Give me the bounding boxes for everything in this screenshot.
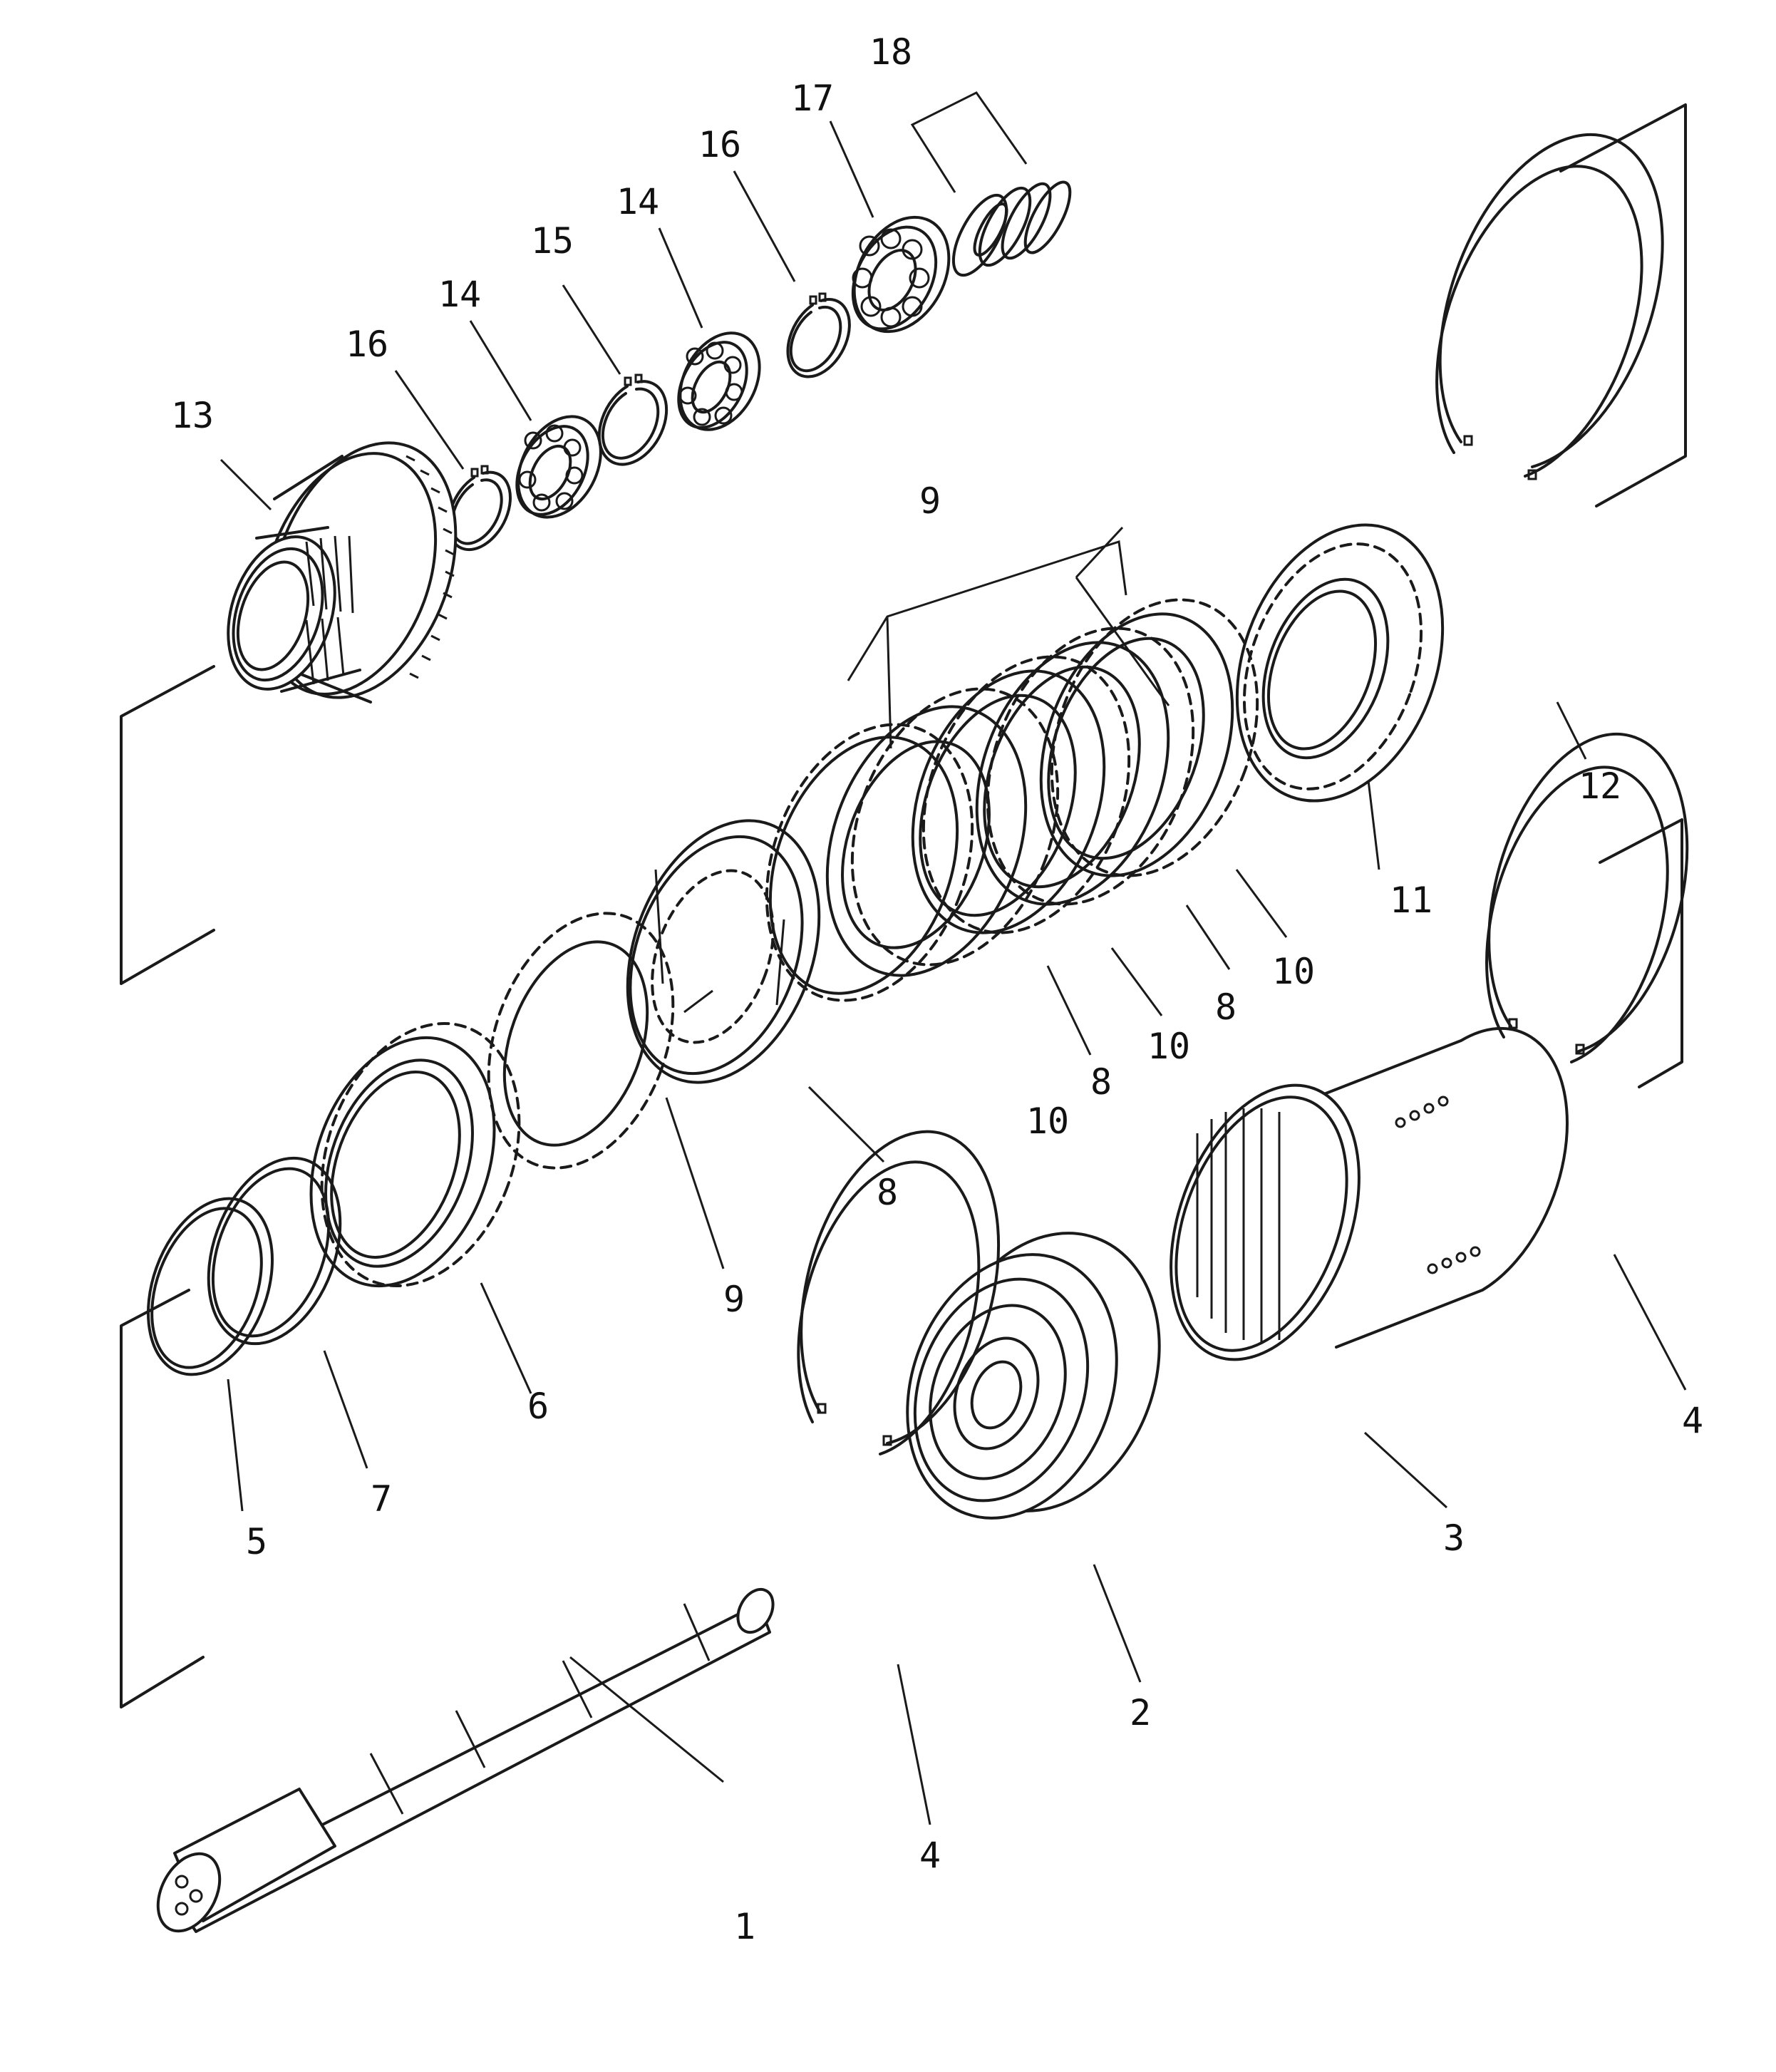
part-11-plate xyxy=(1235,523,1445,803)
part-16-snap-ring-upper xyxy=(786,292,851,378)
callout-labels: 1 2 3 4 4 5 6 7 8 8 8 9 9 10 10 10 11 12… xyxy=(171,31,1703,1947)
callout-8-upper: 8 xyxy=(1215,986,1237,1028)
part-14-bearing-upper xyxy=(677,331,761,431)
callout-2: 2 xyxy=(1130,1692,1151,1733)
callout-9-lower: 9 xyxy=(723,1279,745,1320)
callout-4-right: 4 xyxy=(1682,1400,1703,1441)
callout-8-middle: 8 xyxy=(1090,1061,1112,1103)
callout-7: 7 xyxy=(371,1478,392,1520)
part-15-snap-ring xyxy=(597,373,668,466)
part-7-ring xyxy=(207,1156,342,1346)
upper-right-bracket xyxy=(1559,103,1687,507)
part-12-snap-ring xyxy=(1435,133,1664,480)
lower-left-bracket xyxy=(120,1289,205,1708)
callout-14-upper: 14 xyxy=(616,181,659,222)
part-1-shaft xyxy=(156,1587,775,1933)
callout-4-left: 4 xyxy=(919,1835,941,1876)
callout-13: 13 xyxy=(171,395,214,436)
callout-16-upper: 16 xyxy=(698,124,741,165)
part-2-piston xyxy=(906,1232,1161,1520)
upper-left-bracket xyxy=(120,665,215,985)
callout-14-lower: 14 xyxy=(438,274,481,315)
part-6-gear-ring xyxy=(309,1022,521,1288)
part-3-drum xyxy=(1170,1026,1569,1361)
callout-1: 1 xyxy=(734,1906,755,1947)
callout-3: 3 xyxy=(1443,1517,1465,1559)
callout-9-upper: 9 xyxy=(919,480,941,522)
callout-11: 11 xyxy=(1390,880,1432,921)
middle-right-bracket xyxy=(1599,818,1683,1088)
callout-12: 12 xyxy=(1579,766,1621,807)
callout-8-lower: 8 xyxy=(877,1172,898,1213)
part-8-friction-plate xyxy=(626,819,821,1084)
callout-18: 18 xyxy=(869,31,912,73)
callout-16-lower: 16 xyxy=(346,324,388,365)
part-4-snap-ring-left xyxy=(797,1130,1001,1455)
part-14-bearing-lower xyxy=(515,415,602,519)
leader-lines xyxy=(220,91,1687,1825)
callout-10-lower: 10 xyxy=(1026,1101,1069,1142)
callout-5: 5 xyxy=(246,1521,267,1562)
part-13-hub xyxy=(227,441,458,703)
plate-stack-upper xyxy=(765,598,1259,1002)
part-4-snap-ring-right xyxy=(1485,732,1689,1063)
callout-15: 15 xyxy=(531,220,574,262)
callout-6: 6 xyxy=(527,1386,549,1427)
part-16-snap-ring-lower xyxy=(447,465,512,552)
part-5-ring xyxy=(147,1197,274,1376)
callout-17: 17 xyxy=(791,78,834,119)
callout-10-middle: 10 xyxy=(1147,1026,1190,1067)
part-18-spacers xyxy=(951,180,1072,277)
part-9-plate xyxy=(487,912,675,1170)
callout-10-upper: 10 xyxy=(1272,951,1315,992)
part-17-bearing xyxy=(851,215,951,334)
